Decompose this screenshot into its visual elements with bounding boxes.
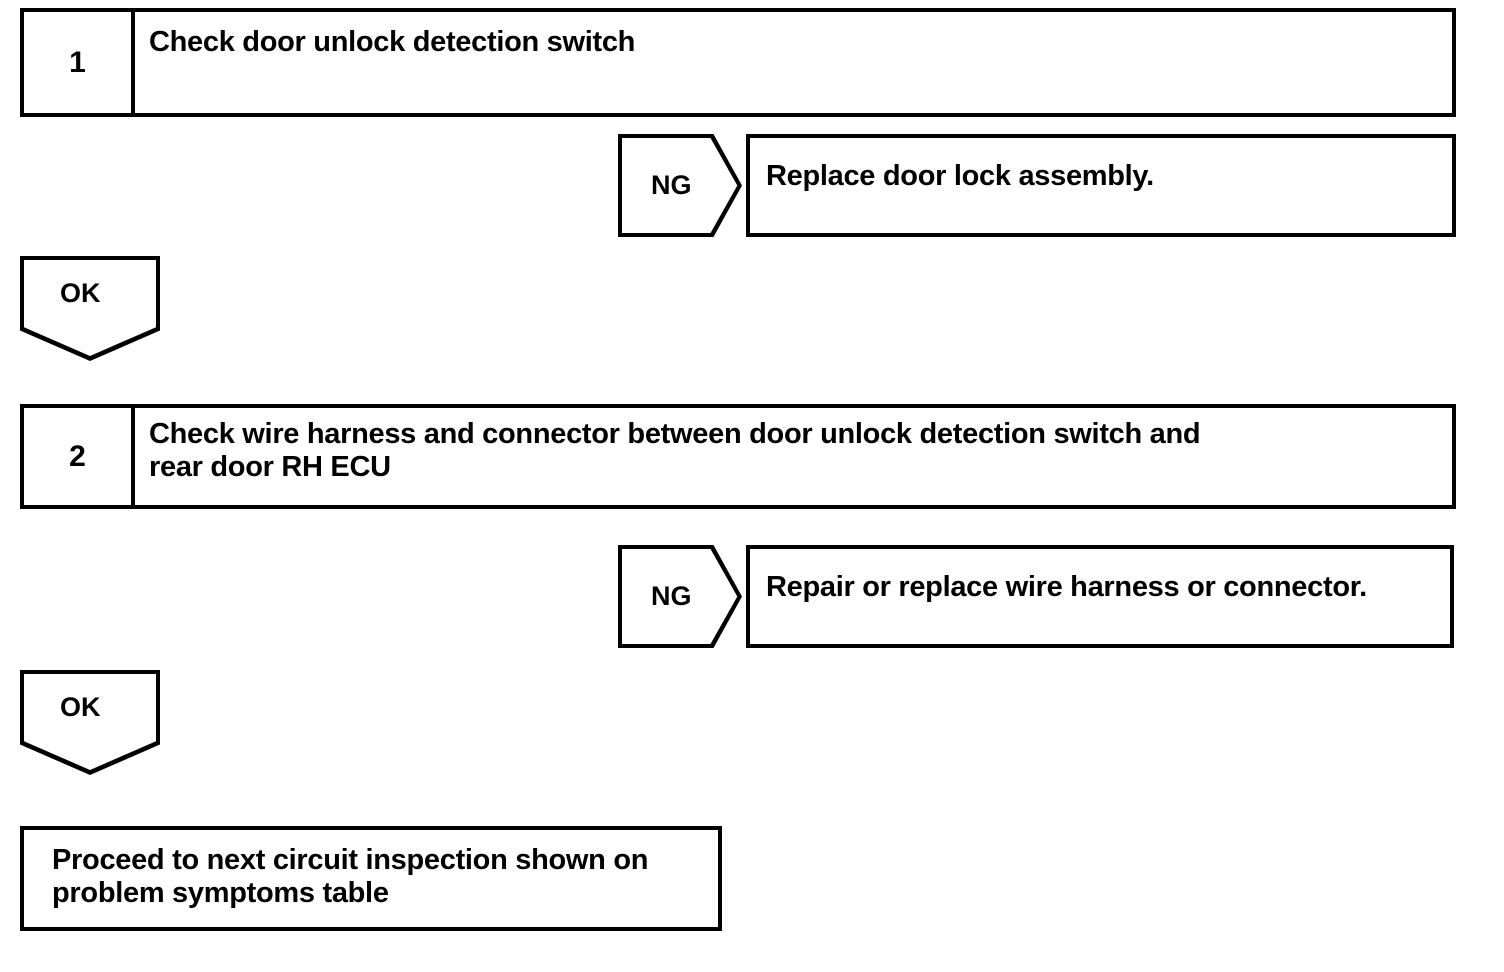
step-number-cell-1: 1 xyxy=(24,12,135,113)
ng-pentagon-fill-2 xyxy=(622,549,738,644)
ng-result-box-2[interactable]: Repair or replace wire harness or connec… xyxy=(746,545,1454,648)
ng-pentagon-1[interactable]: NG xyxy=(618,134,742,237)
step-box-1[interactable]: 1 Check door unlock detection switch xyxy=(20,8,1456,117)
ok-label-2: OK xyxy=(60,692,101,722)
step-text-cell-2: Check wire harness and connector between… xyxy=(135,408,1452,505)
ok-pentagon-1[interactable]: OK xyxy=(20,256,160,361)
ng-result-box-1[interactable]: Replace door lock assembly. xyxy=(746,134,1456,237)
ng-label-1: NG xyxy=(651,170,692,200)
step-number-2: 2 xyxy=(69,439,86,473)
ng-result-text-2: Repair or replace wire harness or connec… xyxy=(766,571,1367,603)
ng-result-text-1: Replace door lock assembly. xyxy=(766,160,1154,192)
step-number-cell-2: 2 xyxy=(24,408,135,505)
ok-label-1: OK xyxy=(60,278,101,308)
step-box-2[interactable]: 2 Check wire harness and connector betwe… xyxy=(20,404,1456,509)
step-instruction-1: Check door unlock detection switch xyxy=(149,26,636,58)
ng-pentagon-fill-1 xyxy=(622,138,738,233)
ok-pentagon-2[interactable]: OK xyxy=(20,670,160,775)
step-instruction-2: Check wire harness and connector between… xyxy=(149,418,1201,483)
final-outcome-box[interactable]: Proceed to next circuit inspection shown… xyxy=(20,826,722,931)
final-outcome-text: Proceed to next circuit inspection shown… xyxy=(52,844,649,909)
ng-label-2: NG xyxy=(651,581,692,611)
step-number-1: 1 xyxy=(69,45,86,79)
ng-pentagon-2[interactable]: NG xyxy=(618,545,742,648)
step-text-cell-1: Check door unlock detection switch xyxy=(135,12,1452,113)
